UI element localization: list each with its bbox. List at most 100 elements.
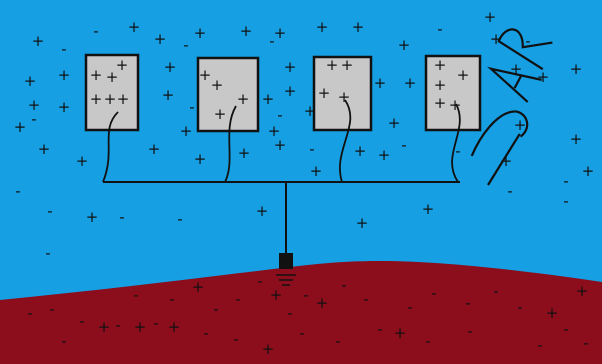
- air-positive-charge: +: [274, 136, 287, 154]
- air-positive-charge: +: [162, 86, 175, 104]
- ground-negative-charge: -: [467, 322, 472, 340]
- wiring: [103, 181, 460, 256]
- ground-negative-charge: -: [115, 316, 120, 334]
- panel-charge: +: [237, 90, 250, 108]
- panel-2: + + + +: [196, 56, 260, 183]
- air-positive-charge: +: [582, 162, 595, 180]
- ground-negative-charge: -: [79, 312, 84, 330]
- panel-3: ++++: [312, 55, 373, 183]
- air-negative-charge: -: [61, 40, 66, 58]
- ground-negative-charge: -: [303, 286, 308, 304]
- air-positive-charge: +: [24, 72, 37, 90]
- air-negative-charge: -: [31, 110, 36, 128]
- panel-charge: +: [214, 105, 227, 123]
- ground-electrode-icon: [279, 253, 293, 269]
- air-positive-charge: +: [256, 202, 269, 220]
- air-negative-charge: -: [15, 182, 20, 200]
- air-positive-charge: +: [148, 140, 161, 158]
- watermark-stroke-r: [497, 28, 553, 71]
- watermark-stroke-j: [470, 110, 529, 157]
- ground-negative-charge: -: [377, 320, 382, 338]
- air-negative-charge: -: [507, 182, 512, 200]
- panel-lead-wire: [339, 99, 352, 183]
- ground-positive-charge: +: [270, 286, 283, 304]
- air-positive-charge: +: [274, 24, 287, 42]
- grounding-point: [276, 253, 296, 286]
- air-negative-charge: -: [401, 136, 406, 154]
- panel-lead-wire: [102, 111, 119, 183]
- watermark-stroke-i: [487, 133, 521, 186]
- panel-charge: +: [338, 88, 351, 106]
- panel-charge: +: [117, 90, 130, 108]
- panel-charge: +: [211, 76, 224, 94]
- air-positive-charge: +: [284, 82, 297, 100]
- panel-charge: +: [116, 56, 129, 74]
- panel-charge: +: [434, 56, 447, 74]
- air-positive-charge: +: [354, 142, 367, 160]
- ground-charges: ++++++++++------------------------------: [27, 272, 588, 358]
- air-positive-charge: +: [310, 162, 323, 180]
- air-positive-charge: +: [262, 90, 275, 108]
- panel-charge: +: [434, 94, 447, 112]
- air-positive-charge: +: [570, 130, 583, 148]
- ground-negative-charge: -: [203, 324, 208, 342]
- air-negative-charge: -: [269, 32, 274, 50]
- air-negative-charge: -: [177, 210, 182, 228]
- ground-negative-charge: -: [335, 332, 340, 350]
- ground-negative-charge: -: [493, 282, 498, 300]
- panel-charge: +: [457, 66, 470, 84]
- air-negative-charge: -: [47, 202, 52, 220]
- ground-negative-charge: -: [465, 294, 470, 312]
- ground-negative-charge: -: [61, 332, 66, 350]
- ground-negative-charge: -: [287, 304, 292, 322]
- panel-charge: +: [104, 90, 117, 108]
- air-positive-charge: +: [500, 152, 513, 170]
- watermark-stroke-a: [487, 66, 542, 103]
- ground-negative-charge: -: [341, 276, 346, 294]
- ground-positive-charge: +: [134, 318, 147, 336]
- air-negative-charge: -: [309, 140, 314, 158]
- air-positive-charge: +: [38, 140, 51, 158]
- air-positive-charge: +: [128, 18, 141, 36]
- panel-charge: +: [326, 56, 339, 74]
- air-positive-charge: +: [484, 8, 497, 26]
- panel-box: [84, 53, 140, 132]
- ground-negative-charge: -: [153, 314, 158, 332]
- ground-positive-charge: +: [394, 324, 407, 342]
- ground-negative-charge: -: [431, 284, 436, 302]
- panel-charge: +: [341, 56, 354, 74]
- panel-box: [424, 54, 482, 132]
- ground-positive-charge: +: [576, 282, 589, 300]
- panel-charge: +: [106, 68, 119, 86]
- air-negative-charge: -: [563, 172, 568, 190]
- ground-negative-charge: -: [407, 298, 412, 316]
- air-positive-charge: +: [570, 60, 583, 78]
- ground-negative-charge: -: [27, 304, 32, 322]
- air-negative-charge: -: [183, 36, 188, 54]
- air-positive-charge: +: [194, 24, 207, 42]
- air-positive-charge: +: [356, 214, 369, 232]
- air-positive-charge: +: [58, 98, 71, 116]
- air-positive-charge: +: [154, 30, 167, 48]
- air-positive-charge: +: [86, 208, 99, 226]
- ground-negative-charge: -: [537, 336, 542, 354]
- ground-negative-charge: -: [299, 324, 304, 342]
- air-positive-charge: +: [490, 30, 503, 48]
- air-positive-charge: +: [514, 116, 527, 134]
- air-positive-charge: +: [32, 32, 45, 50]
- air-positive-charge: +: [76, 152, 89, 170]
- ground-negative-charge: -: [257, 272, 262, 290]
- ground-positive-charge: +: [192, 278, 205, 296]
- air-positive-charge: +: [164, 58, 177, 76]
- ground-positive-charge: +: [262, 340, 275, 358]
- air-negative-charge: -: [525, 32, 530, 50]
- air-positive-charge: +: [194, 150, 207, 168]
- ground-negative-charge: -: [233, 330, 238, 348]
- air-charges: + + + + + + + + + + + + + + + + + + + + + + + + + + + + + + + + + + + + + + + +…: [14, 8, 595, 262]
- ground-negative-charge: -: [517, 298, 522, 316]
- panel-charge: +: [434, 76, 447, 94]
- ground-negative-charge: -: [425, 332, 430, 350]
- panel-box: [312, 55, 373, 132]
- air-positive-charge: +: [422, 200, 435, 218]
